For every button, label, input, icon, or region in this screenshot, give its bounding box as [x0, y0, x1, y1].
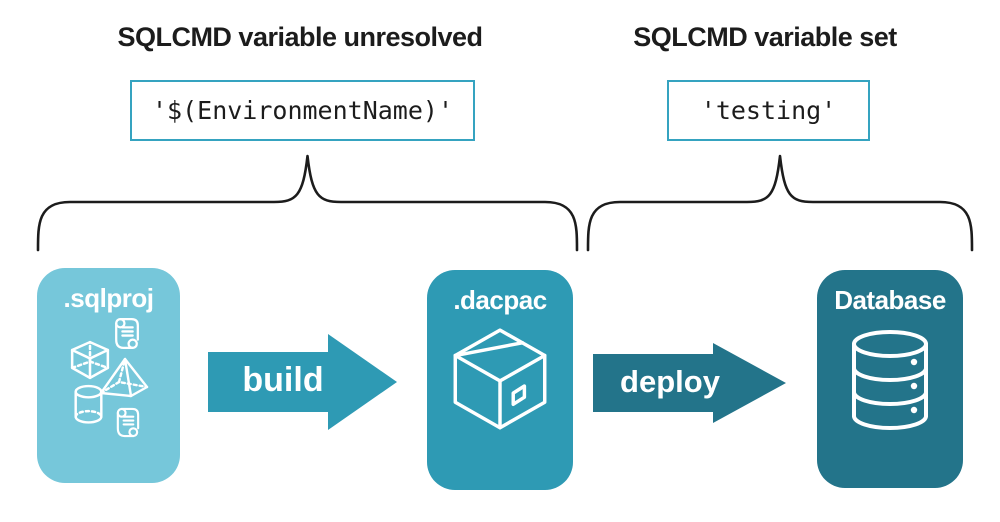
set-code-text: 'testing' — [700, 96, 837, 125]
dacpac-card-label: .dacpac — [453, 285, 547, 315]
sqlproj-icon-cluster — [37, 314, 180, 474]
set-title: SQLCMD variable set — [633, 22, 897, 52]
curly-brace-left-icon — [36, 154, 579, 252]
database-card: Database — [817, 270, 963, 488]
pyramid-icon — [99, 356, 149, 398]
deploy-arrow-label: deploy — [620, 364, 720, 399]
cube-icon — [69, 340, 111, 380]
build-arrow-label: build — [242, 361, 324, 399]
unresolved-title: SQLCMD variable unresolved — [117, 22, 483, 52]
curly-brace-right-icon — [586, 154, 974, 252]
scroll-icon — [113, 406, 142, 439]
right-arrow-build-icon — [208, 334, 397, 430]
set-code-box: 'testing' — [667, 80, 870, 141]
dacpac-card: .dacpac — [427, 270, 573, 490]
sqlproj-card: .sqlproj — [37, 268, 180, 483]
unresolved-code-box: '$(EnvironmentName)' — [130, 80, 475, 141]
scroll-icon — [111, 316, 142, 351]
database-card-label: Database — [834, 285, 946, 315]
cylinder-icon — [73, 384, 104, 425]
unresolved-code-text: '$(EnvironmentName)' — [151, 96, 454, 125]
database-cylinder-icon — [850, 330, 930, 438]
right-arrow-deploy-icon — [593, 343, 786, 423]
sqlproj-card-label: .sqlproj — [63, 283, 154, 313]
package-box-icon — [444, 324, 556, 446]
